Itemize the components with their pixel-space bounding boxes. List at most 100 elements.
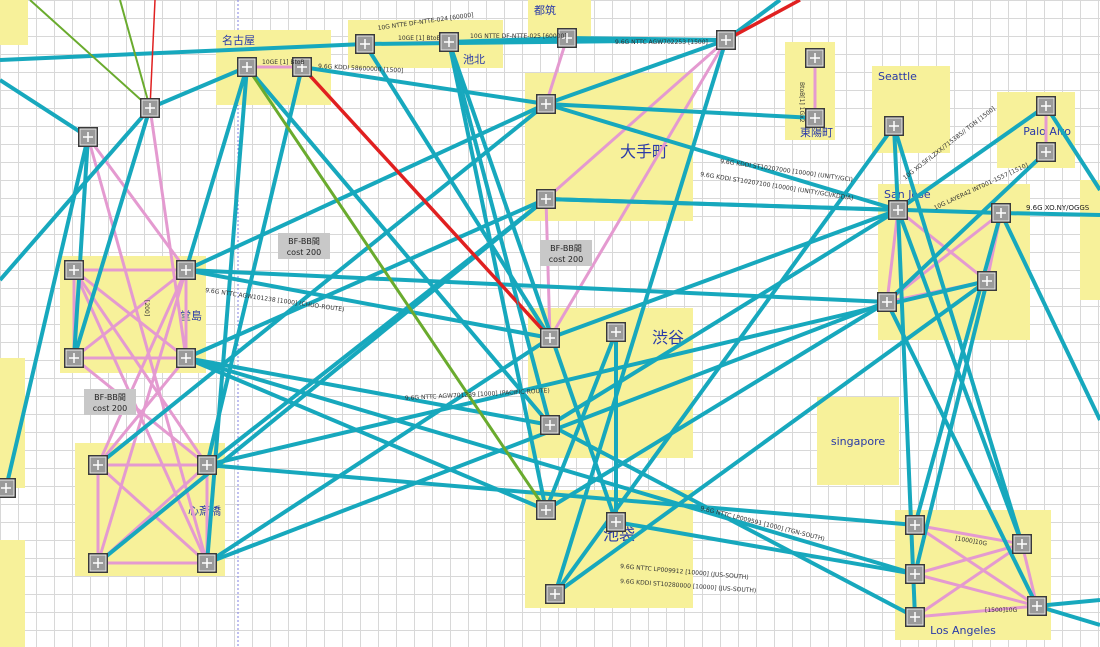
router-node-icon[interactable]: [536, 500, 556, 520]
network-link[interactable]: [72, 107, 152, 359]
network-link[interactable]: [185, 102, 547, 272]
router-node-icon[interactable]: [197, 455, 217, 475]
network-link[interactable]: [553, 39, 728, 595]
network-link[interactable]: [545, 102, 899, 212]
network-link[interactable]: [447, 41, 548, 511]
router-node-icon[interactable]: [1027, 596, 1047, 616]
router-node-icon[interactable]: [606, 322, 626, 342]
router-node-icon[interactable]: [88, 553, 108, 573]
network-link[interactable]: [999, 212, 1100, 421]
router-node-icon[interactable]: [805, 48, 825, 68]
network-link[interactable]: [885, 209, 900, 303]
router-node-icon[interactable]: [905, 607, 925, 627]
router-node-icon[interactable]: [877, 292, 897, 312]
router-node-icon[interactable]: [977, 271, 997, 291]
network-link[interactable]: [913, 280, 989, 575]
network-link[interactable]: [301, 65, 547, 106]
network-link[interactable]: [206, 463, 916, 527]
network-link[interactable]: [96, 197, 548, 565]
router-node-icon[interactable]: [1036, 142, 1056, 162]
network-link[interactable]: [914, 523, 1038, 608]
network-link[interactable]: [185, 356, 551, 427]
network-link[interactable]: [545, 197, 1002, 215]
router-node-icon[interactable]: [540, 415, 560, 435]
router-node-icon[interactable]: [355, 34, 375, 54]
router-node-icon[interactable]: [884, 116, 904, 136]
router-node-icon[interactable]: [140, 98, 160, 118]
network-link[interactable]: [549, 208, 899, 340]
network-link[interactable]: [29, 0, 151, 109]
network-link[interactable]: [897, 208, 988, 283]
network-link[interactable]: [184, 66, 249, 271]
network-link[interactable]: [553, 279, 989, 596]
network-link[interactable]: [96, 357, 188, 466]
router-node-icon[interactable]: [888, 200, 908, 220]
network-link[interactable]: [544, 198, 552, 339]
network-link[interactable]: [914, 542, 1023, 619]
network-link[interactable]: [615, 520, 916, 576]
router-node-icon[interactable]: [536, 189, 556, 209]
network-link[interactable]: [544, 331, 618, 511]
network-link[interactable]: [448, 41, 551, 426]
network-link[interactable]: [914, 572, 1038, 608]
router-node-icon[interactable]: [64, 260, 84, 280]
router-node-icon[interactable]: [606, 512, 626, 532]
router-node-icon[interactable]: [176, 348, 196, 368]
network-link[interactable]: [914, 604, 1038, 619]
network-link[interactable]: [725, 0, 801, 42]
network-link[interactable]: [885, 301, 1039, 607]
network-link[interactable]: [448, 38, 727, 44]
network-link[interactable]: [148, 107, 188, 359]
router-node-icon[interactable]: [1036, 96, 1056, 116]
network-link[interactable]: [205, 66, 304, 466]
network-link[interactable]: [363, 42, 552, 340]
network-link[interactable]: [149, 65, 248, 110]
network-link[interactable]: [447, 41, 618, 523]
network-link[interactable]: [205, 336, 552, 565]
router-node-icon[interactable]: [439, 32, 459, 52]
network-link[interactable]: [545, 38, 727, 106]
network-link[interactable]: [205, 66, 249, 564]
network-link[interactable]: [1044, 104, 1100, 192]
network-link[interactable]: [1020, 543, 1039, 607]
network-link[interactable]: [545, 102, 816, 120]
router-node-icon[interactable]: [540, 328, 560, 348]
network-link[interactable]: [73, 268, 187, 360]
router-node-icon[interactable]: [991, 203, 1011, 223]
network-link[interactable]: [896, 104, 1048, 212]
router-node-icon[interactable]: [176, 260, 196, 280]
router-node-icon[interactable]: [905, 515, 925, 535]
network-link[interactable]: [96, 102, 548, 467]
router-node-icon[interactable]: [905, 564, 925, 584]
router-node-icon[interactable]: [0, 478, 16, 498]
network-link[interactable]: [0, 106, 152, 282]
router-node-icon[interactable]: [64, 348, 84, 368]
network-link[interactable]: [1000, 211, 1100, 217]
network-link[interactable]: [896, 209, 917, 618]
router-node-icon[interactable]: [1012, 534, 1032, 554]
network-link[interactable]: [119, 0, 151, 109]
network-link[interactable]: [96, 269, 188, 466]
network-link[interactable]: [544, 37, 569, 105]
network-link[interactable]: [1036, 598, 1100, 608]
network-link[interactable]: [0, 42, 366, 62]
network-link[interactable]: [300, 65, 552, 340]
network-link[interactable]: [885, 150, 1048, 304]
network-link[interactable]: [545, 38, 727, 201]
network-link[interactable]: [245, 65, 552, 427]
network-link[interactable]: [245, 66, 548, 511]
router-node-icon[interactable]: [716, 30, 736, 50]
network-link[interactable]: [914, 542, 1023, 576]
network-link[interactable]: [185, 268, 551, 340]
router-node-icon[interactable]: [88, 455, 108, 475]
router-node-icon[interactable]: [805, 108, 825, 128]
network-link[interactable]: [549, 423, 916, 619]
network-link[interactable]: [149, 0, 156, 109]
network-link[interactable]: [886, 211, 1002, 304]
network-link[interactable]: [892, 125, 900, 211]
network-link[interactable]: [896, 209, 1024, 545]
network-link[interactable]: [1036, 604, 1100, 627]
router-node-icon[interactable]: [545, 584, 565, 604]
network-link[interactable]: [185, 356, 547, 512]
router-node-icon[interactable]: [197, 553, 217, 573]
